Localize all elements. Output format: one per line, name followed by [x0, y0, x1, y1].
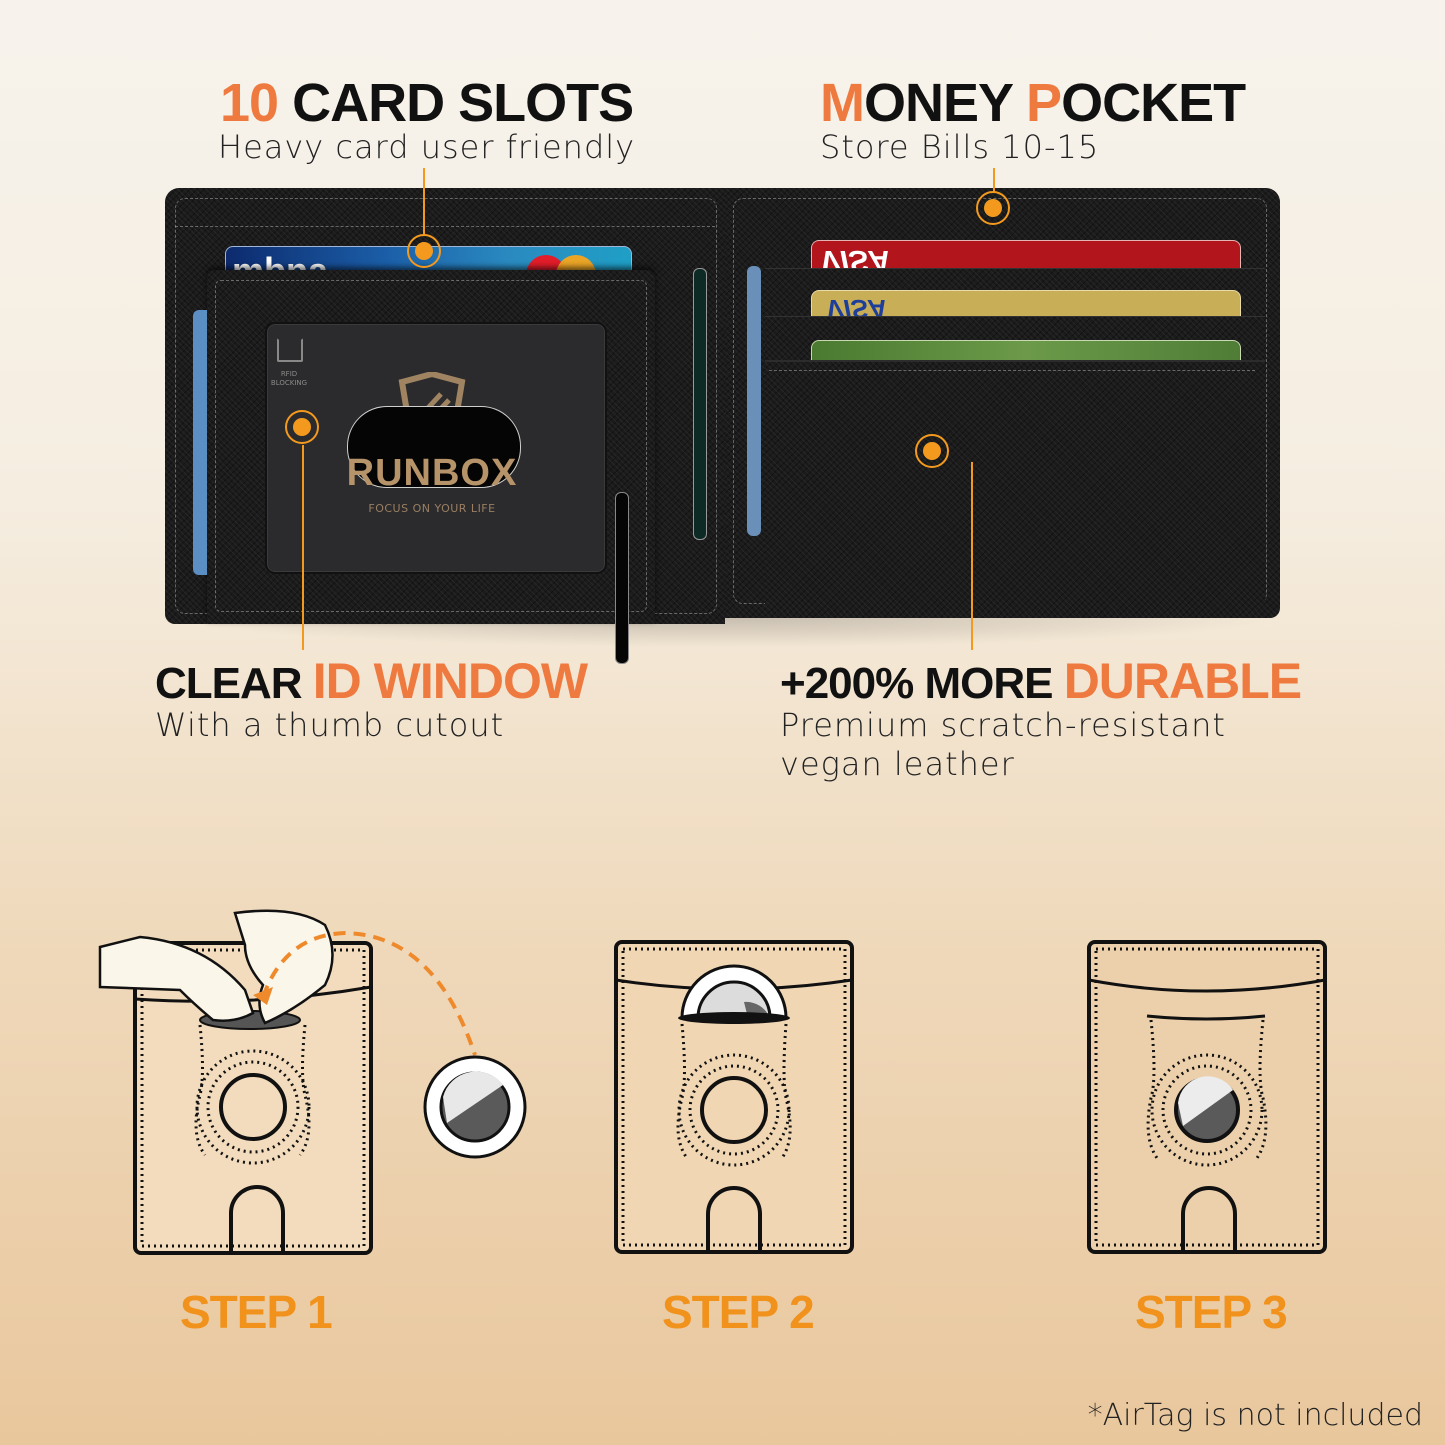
durable-callout-line — [971, 462, 973, 650]
card-slots-callout-marker — [407, 234, 441, 268]
step3-label: STEP 3 — [1135, 1286, 1288, 1338]
money-pocket-ocket: OCKET — [1061, 73, 1246, 133]
step1-illustration — [98, 909, 527, 1255]
id-window-callout-line — [302, 445, 304, 650]
airtag-footnote: *AirTag is not included — [1087, 1398, 1423, 1433]
step3-illustration — [1087, 940, 1327, 1254]
card-slot-vertical — [693, 268, 707, 540]
stitch-line — [175, 226, 715, 227]
id-window: RFID BLOCKING RUNBOX FOCUS ON YOUR LIFE — [265, 322, 607, 574]
card-edge-blue — [747, 266, 761, 536]
rfid-lock-icon — [277, 338, 303, 362]
money-pocket-callout-marker — [976, 191, 1010, 225]
rfid-label: RFID BLOCKING — [269, 370, 309, 388]
id-window-callout-marker — [285, 410, 319, 444]
card-slots-label: CARD SLOTS — [292, 73, 634, 133]
money-pocket-callout-line — [993, 168, 995, 192]
durable-subtitle-line2: vegan leather — [780, 745, 1015, 783]
brand-tagline: FOCUS ON YOUR LIFE — [368, 502, 496, 515]
card-slots-title: 10 CARD SLOTS — [220, 72, 634, 134]
thumb-cutout — [347, 406, 521, 488]
front-pocket — [765, 360, 1265, 612]
card-slots-subtitle: Heavy card user friendly — [218, 128, 636, 166]
card-slot-vertical — [615, 492, 629, 664]
id-flap: RFID BLOCKING RUNBOX FOCUS ON YOUR LIFE — [207, 270, 655, 664]
money-pocket-m: M — [820, 73, 865, 133]
wallet-right-panel: VISA VISA — [725, 188, 1280, 618]
durable-title: +200% MORE DURABLE — [780, 652, 1302, 710]
durable-callout-marker — [915, 434, 949, 468]
card-edge-blue — [193, 310, 207, 575]
step2-illustration — [614, 940, 854, 1254]
stitch-line — [769, 370, 1255, 371]
id-window-title-orange: ID WINDOW — [312, 653, 588, 709]
id-window-subtitle: With a thumb cutout — [155, 706, 505, 744]
durable-title-orange: DURABLE — [1063, 653, 1302, 709]
wallet-image: mbna RFID BLOCKING RUNBOX — [165, 188, 1280, 664]
rfid-line1: RFID — [280, 370, 298, 378]
money-pocket-p: P — [1026, 73, 1062, 133]
money-pocket-title: MONEY POCKET — [820, 72, 1246, 134]
card-slots-number: 10 — [220, 73, 279, 133]
money-pocket-oney: ONEY — [863, 73, 1027, 133]
id-window-title: CLEAR ID WINDOW — [155, 652, 588, 710]
durable-title-black: +200% MORE — [780, 659, 1064, 708]
durable-subtitle-line1: Premium scratch-resistant — [780, 706, 1226, 744]
money-pocket-subtitle: Store Bills 10-15 — [820, 128, 1100, 166]
stitch-line — [215, 280, 647, 612]
card-slots-callout-line — [423, 168, 425, 236]
step1-label: STEP 1 — [180, 1286, 333, 1338]
wallet-left-panel: mbna RFID BLOCKING RUNBOX — [165, 188, 725, 664]
step2-label: STEP 2 — [662, 1286, 815, 1338]
id-window-title-black: CLEAR — [155, 659, 313, 708]
rfid-line2: BLOCKING — [270, 379, 308, 387]
brand-logo-text: RUNBOX — [346, 452, 518, 494]
